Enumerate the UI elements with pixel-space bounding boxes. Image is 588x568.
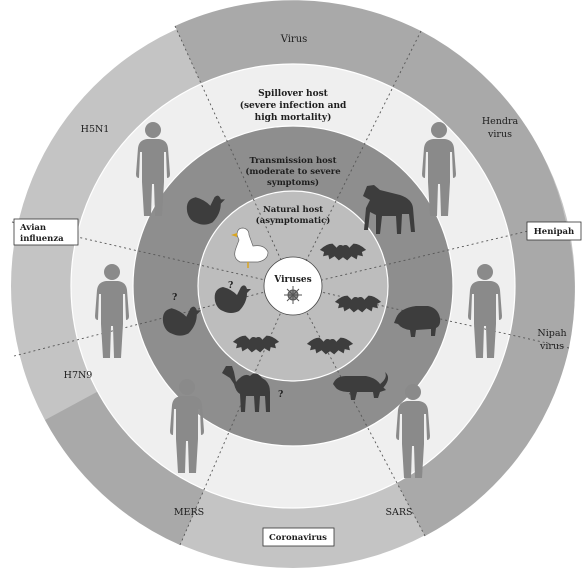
svg-text:Coronavirus: Coronavirus: [269, 533, 327, 543]
virus-particle-icon: [284, 286, 302, 304]
family-box-coronavirus: Coronavirus: [262, 527, 335, 547]
family-box-avian-influenza: Avian influenza: [13, 218, 79, 246]
svg-text:symptoms): symptoms): [267, 177, 319, 188]
svg-text:virus: virus: [539, 341, 564, 352]
animals: [162, 185, 441, 412]
duck-icon: [231, 227, 269, 268]
virus-ring-label: Virus: [280, 34, 308, 45]
horse-icon: [363, 185, 415, 234]
svg-text:Spillover host: Spillover host: [258, 89, 328, 99]
pig-icon: [394, 306, 441, 337]
svg-text:(severe infection and: (severe infection and: [240, 100, 347, 111]
svg-text:high mortality): high mortality): [255, 112, 332, 123]
svg-text:Avian: Avian: [19, 223, 46, 233]
svg-text:influenza: influenza: [20, 234, 64, 244]
virus-name-h7n9: H7N9: [64, 370, 93, 381]
spillover-host-label: Spillover host (severe infection and hig…: [240, 89, 347, 123]
svg-text:(moderate to severe: (moderate to severe: [245, 166, 341, 177]
question-mark-h7n9-transmission: ?: [172, 293, 177, 303]
question-mark-mers-transmission: ?: [278, 390, 283, 400]
viruses-center-label: Viruses: [273, 275, 311, 285]
natural-host-label: Natural host (asymptomatic): [256, 205, 331, 226]
virus-name-hendra: Hendra virus: [482, 116, 519, 140]
svg-text:virus: virus: [487, 129, 512, 140]
svg-text:Transmission host: Transmission host: [249, 156, 336, 166]
civet-tail: [380, 372, 389, 388]
svg-text:(asymptomatic): (asymptomatic): [256, 215, 331, 226]
virus-name-mers: MERS: [174, 507, 204, 518]
svg-text:Hendra: Hendra: [482, 116, 519, 127]
virus-name-h5n1: H5N1: [81, 124, 110, 135]
family-box-henipah: Henipah: [526, 221, 582, 241]
transmission-host-label: Transmission host (moderate to severe sy…: [245, 156, 341, 188]
camel-icon: [222, 366, 270, 412]
question-mark-h7n9-natural: ?: [228, 281, 233, 291]
svg-text:Henipah: Henipah: [534, 227, 574, 237]
ring-borders: [70, 63, 516, 509]
svg-text:Nipah: Nipah: [537, 328, 566, 339]
virus-name-nipah: Nipah virus: [537, 328, 566, 352]
svg-text:Natural host: Natural host: [263, 205, 323, 215]
civet-icon: [333, 376, 386, 400]
virus-name-sars: SARS: [385, 507, 412, 518]
